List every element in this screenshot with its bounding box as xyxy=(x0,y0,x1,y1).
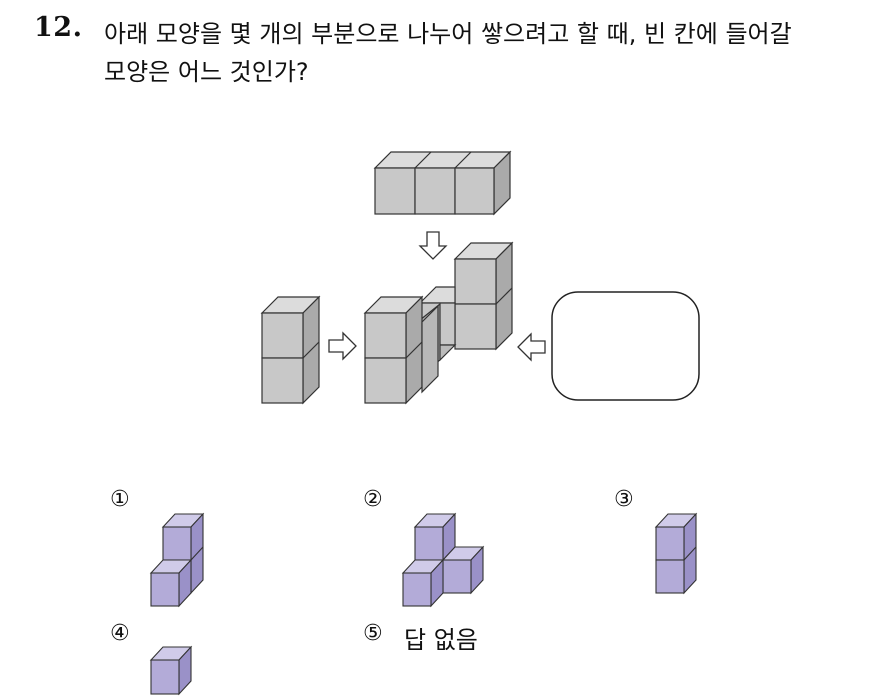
option-3-shape[interactable] xyxy=(654,512,698,595)
option-2-shape[interactable] xyxy=(401,512,485,608)
right-arrow-icon xyxy=(328,331,357,361)
question-number: 12. xyxy=(34,12,83,43)
assembled-shape xyxy=(363,241,514,405)
option-2-marker[interactable]: ② xyxy=(363,487,383,512)
down-arrow-icon xyxy=(418,231,448,260)
left-arrow-icon xyxy=(517,332,546,362)
option-3-marker[interactable]: ③ xyxy=(614,487,634,512)
option-5-marker[interactable]: ⑤ xyxy=(363,621,383,646)
top-bar-block xyxy=(373,150,512,216)
option-4-marker[interactable]: ④ xyxy=(110,621,130,646)
option-1-marker[interactable]: ① xyxy=(110,487,130,512)
option-4-shape[interactable] xyxy=(149,645,193,696)
option-1-shape[interactable] xyxy=(149,512,205,608)
left-column-block xyxy=(260,295,321,405)
blank-answer-box xyxy=(551,291,700,401)
option-5-text[interactable]: 답 없음 xyxy=(404,626,478,654)
question-text-line1: 아래 모양을 몇 개의 부분으로 나누어 쌓으려고 할 때, 빈 칸에 들어갈 xyxy=(104,20,792,48)
question-text-line2: 모양은 어느 것인가? xyxy=(104,58,309,86)
